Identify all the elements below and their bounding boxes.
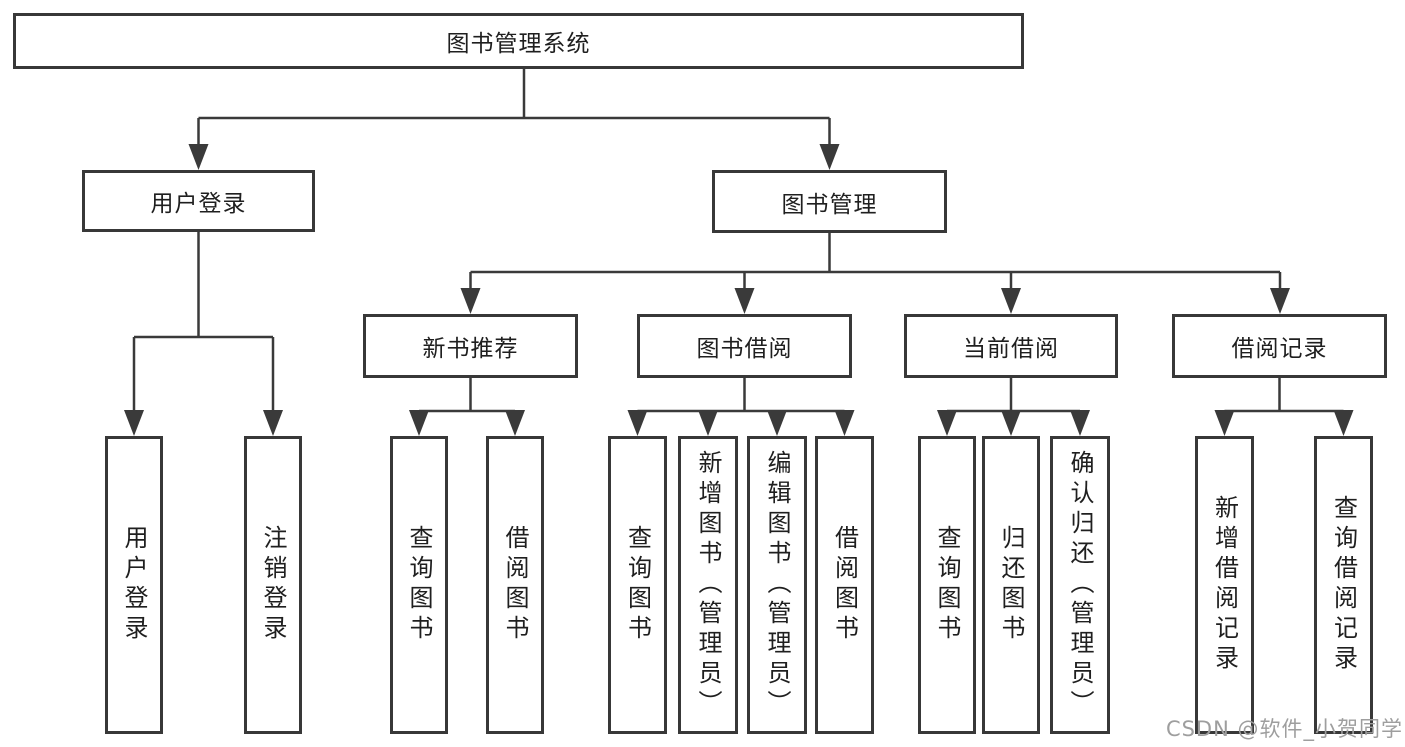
arrow-down-icon [409, 410, 429, 436]
node-label: 编辑图书（管理员） [763, 450, 791, 720]
arrow-down-icon [627, 410, 648, 436]
leaf-return-books: 归还图书 [982, 436, 1040, 734]
arrow-down-icon [767, 410, 787, 436]
node-label: 用户登录 [120, 525, 148, 645]
arrow-down-icon [1333, 410, 1354, 436]
connector-user-login [132, 232, 275, 416]
connector-book-management [469, 233, 1282, 294]
arrow-down-icon [819, 144, 840, 170]
node-label: 查询图书 [933, 525, 961, 645]
node-label: 图书管理系统 [446, 31, 591, 57]
arrow-down-icon [188, 144, 209, 170]
connector-book-borrowing [636, 378, 846, 420]
node-user-login: 用户登录 [82, 170, 315, 232]
leaf-add-borrow-record: 新增借阅记录 [1195, 436, 1254, 734]
arrow-down-icon [1001, 288, 1021, 314]
leaf-query-borrow-record: 查询借阅记录 [1314, 436, 1373, 734]
arrow-down-icon [124, 410, 144, 436]
leaf-add-books-admin: 新增图书（管理员） [678, 436, 738, 734]
connector-new-book-recommend [417, 378, 517, 420]
arrow-down-icon [505, 410, 525, 436]
connector-root [197, 69, 831, 150]
node-borrowing-records: 借阅记录 [1172, 314, 1387, 378]
connector-borrowing-records [1223, 378, 1345, 420]
node-book-management: 图书管理 [712, 170, 947, 233]
node-book-borrowing: 图书借阅 [637, 314, 852, 378]
node-label: 查询借阅记录 [1329, 495, 1358, 675]
node-label: 查询图书 [405, 525, 433, 645]
leaf-borrow-books-recommend: 借阅图书 [486, 436, 544, 734]
arrow-down-icon [1270, 288, 1290, 314]
node-label: 借阅图书 [501, 525, 529, 645]
leaf-user-login: 用户登录 [105, 436, 163, 734]
leaf-edit-books-admin: 编辑图书（管理员） [747, 436, 807, 734]
node-root-library-system: 图书管理系统 [13, 13, 1024, 69]
arrow-down-icon [1070, 410, 1090, 436]
node-label: 图书管理 [781, 191, 878, 218]
node-label: 借阅记录 [1231, 336, 1328, 362]
node-label: 图书借阅 [696, 336, 793, 362]
leaf-logout-login: 注销登录 [244, 436, 302, 734]
node-label: 当前借阅 [963, 336, 1059, 362]
node-label: 查询图书 [623, 525, 652, 645]
arrow-down-icon [1001, 410, 1021, 436]
arrow-down-icon [698, 410, 718, 436]
watermark-text: CSDN @软件_小贺同学 [1165, 717, 1403, 741]
node-label: 确认归还（管理员） [1066, 450, 1094, 720]
leaf-query-books-borrowing: 查询图书 [608, 436, 667, 734]
arrow-down-icon [834, 410, 855, 436]
node-new-book-recommend: 新书推荐 [363, 314, 578, 378]
node-label: 归还图书 [997, 525, 1025, 645]
arrow-down-icon [460, 288, 481, 314]
arrow-down-icon [937, 410, 957, 436]
arrow-down-icon [734, 288, 755, 314]
node-current-borrowing: 当前借阅 [904, 314, 1118, 378]
node-label: 借阅图书 [830, 525, 859, 645]
node-label: 注销登录 [259, 525, 287, 645]
node-label: 新增图书（管理员） [694, 450, 722, 720]
arrow-down-icon [1214, 410, 1235, 436]
leaf-confirm-return-admin: 确认归还（管理员） [1050, 436, 1110, 734]
leaf-borrow-books: 借阅图书 [815, 436, 874, 734]
leaf-query-books-recommend: 查询图书 [390, 436, 448, 734]
node-label: 新增借阅记录 [1210, 495, 1239, 675]
node-label: 新书推荐 [422, 336, 519, 362]
arrowheads [124, 144, 1354, 436]
arrow-down-icon [263, 410, 283, 436]
node-label: 用户登录 [150, 191, 247, 217]
leaf-query-books-current: 查询图书 [918, 436, 976, 734]
